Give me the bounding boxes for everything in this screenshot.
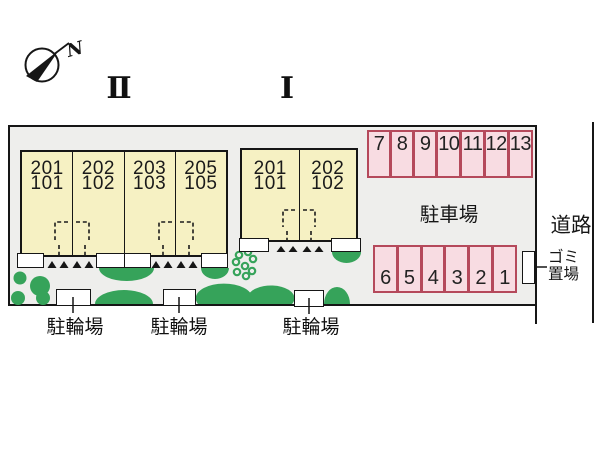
unit-lower-number: 105 bbox=[184, 173, 218, 194]
site-edge-extension bbox=[534, 304, 537, 324]
building-2: 201 101 202 102 203 103 205 105 bbox=[20, 150, 228, 257]
unit-lower-number: 101 bbox=[30, 173, 64, 194]
garbage-station-box bbox=[522, 251, 535, 284]
unit-upper-number: 203 bbox=[133, 158, 167, 179]
building-1-label: Ⅰ bbox=[279, 71, 295, 106]
compass-north-label: N bbox=[63, 37, 87, 62]
porch-box bbox=[201, 253, 228, 268]
parking-space-3: 3 bbox=[445, 245, 470, 293]
porch-box bbox=[17, 253, 44, 268]
unit-upper-number: 205 bbox=[184, 158, 218, 179]
porch-box-double bbox=[96, 253, 151, 268]
parking-row-bottom: 6 5 4 3 2 1 bbox=[373, 245, 517, 293]
bicycle-parking-label-2: 駐輪場 bbox=[150, 317, 208, 338]
unit-205-105: 205 105 bbox=[176, 152, 226, 255]
parking-space-2: 2 bbox=[469, 245, 494, 293]
building-2-label: Ⅱ bbox=[106, 71, 132, 106]
parking-space-1: 1 bbox=[493, 245, 517, 293]
garbage-station-label: ゴミ 置場 bbox=[548, 249, 594, 283]
parking-space-4: 4 bbox=[421, 245, 446, 293]
bicycle-parking-box-1 bbox=[56, 289, 91, 306]
unit-upper-number: 202 bbox=[81, 158, 115, 179]
parking-space-5: 5 bbox=[397, 245, 422, 293]
unit-upper-number: 202 bbox=[311, 158, 345, 179]
unit-203-103: 203 103 bbox=[125, 152, 176, 255]
porch-box bbox=[331, 238, 361, 252]
parking-space-6: 6 bbox=[373, 245, 398, 293]
porch-divider bbox=[123, 254, 126, 267]
unit-201-101: 201 101 bbox=[242, 150, 300, 240]
parking-space-9: 9 bbox=[414, 130, 438, 178]
porch-box bbox=[239, 238, 269, 252]
bicycle-parking-label-3: 駐輪場 bbox=[282, 317, 340, 338]
bicycle-parking-box-3 bbox=[294, 290, 324, 307]
unit-202-102: 202 102 bbox=[73, 152, 125, 255]
compass-needle bbox=[26, 50, 59, 82]
parking-space-7: 7 bbox=[367, 130, 392, 178]
unit-202-102: 202 102 bbox=[300, 150, 357, 240]
road-edge-line bbox=[592, 122, 594, 323]
parking-lot-label: 駐車場 bbox=[419, 204, 479, 226]
compass-needle-line bbox=[40, 42, 70, 65]
parking-space-13: 13 bbox=[508, 130, 533, 178]
building-1: 201 101 202 102 bbox=[240, 148, 358, 242]
parking-space-11: 11 bbox=[461, 130, 485, 178]
parking-space-12: 12 bbox=[484, 130, 509, 178]
garbage-label-line1: ゴミ bbox=[548, 249, 580, 266]
compass-icon: N bbox=[24, 37, 87, 83]
unit-lower-number: 103 bbox=[133, 173, 167, 194]
parking-row-top: 7 8 9 10 11 12 13 bbox=[367, 130, 533, 178]
unit-upper-number: 201 bbox=[30, 158, 64, 179]
parking-space-8: 8 bbox=[391, 130, 415, 178]
bicycle-parking-box-2 bbox=[163, 289, 196, 306]
bicycle-parking-label-1: 駐輪場 bbox=[46, 317, 104, 338]
unit-lower-number: 101 bbox=[253, 173, 287, 194]
parking-space-10: 10 bbox=[437, 130, 462, 178]
unit-upper-number: 201 bbox=[253, 158, 287, 179]
garbage-label-line2: 置場 bbox=[548, 265, 580, 283]
unit-lower-number: 102 bbox=[311, 173, 345, 194]
unit-lower-number: 102 bbox=[81, 173, 115, 194]
unit-201-101: 201 101 bbox=[22, 152, 74, 255]
road-label: 道路 bbox=[550, 214, 592, 237]
compass-circle bbox=[24, 47, 60, 83]
